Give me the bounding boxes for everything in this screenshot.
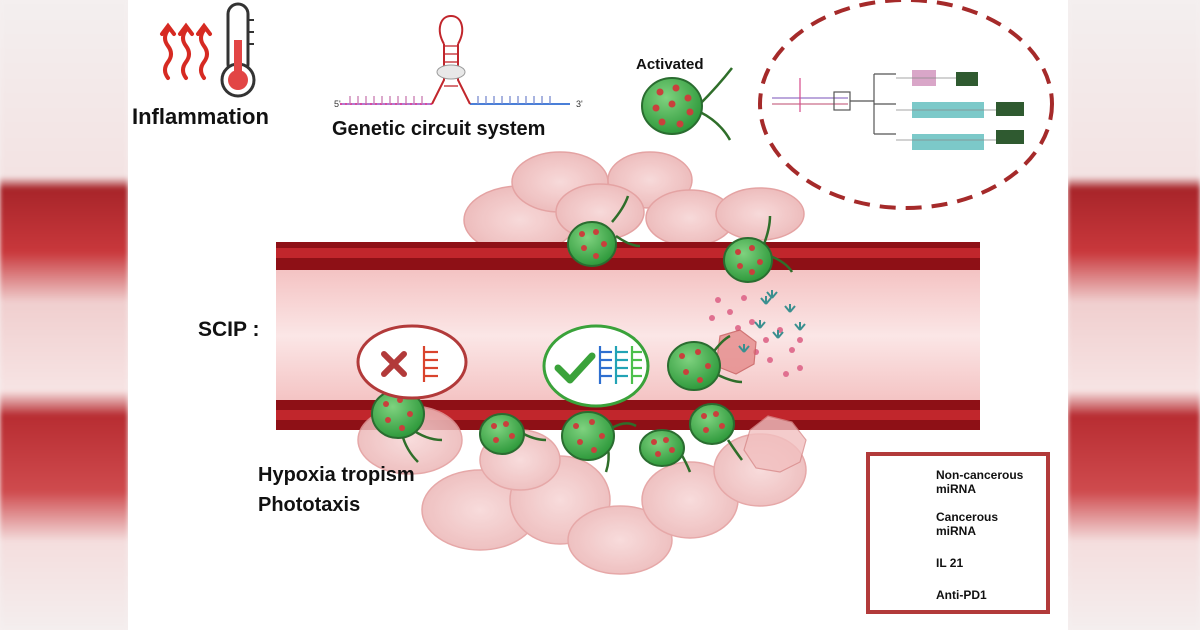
cancerous-mirna-icon <box>598 346 642 384</box>
check-icon <box>554 352 596 384</box>
background-blur-right <box>1068 0 1200 630</box>
activated-label: Activated <box>636 56 704 73</box>
activation-badge <box>542 324 650 408</box>
five-prime-label: 5' <box>334 99 341 109</box>
legend-item-anti-pd1: Anti-PD1 <box>936 588 987 602</box>
three-prime-label: 3' <box>576 99 583 109</box>
inflammation-label: Inflammation <box>132 104 269 129</box>
green-cell-3 <box>667 334 743 391</box>
anti-pd1-antibody-cluster <box>738 290 806 353</box>
scip-label: SCIP : <box>198 318 260 341</box>
legend-box: Non-cancerous miRNA Cancerous miRNA IL 2… <box>866 452 1050 614</box>
thermometer-icon <box>220 2 256 98</box>
hypoxia-tropism-label: Hypoxia tropism <box>258 464 415 486</box>
legend-label-line1: Cancerous <box>936 510 999 524</box>
background-blur-left <box>0 0 128 630</box>
green-cell-6 <box>561 411 637 473</box>
legend-label-line2: miRNA <box>936 482 977 496</box>
legend-label-line2: miRNA <box>936 524 977 538</box>
green-cell-7 <box>639 429 692 473</box>
green-cell-8 <box>689 403 744 461</box>
legend-item-il21: IL 21 <box>936 556 963 570</box>
cross-icon <box>381 351 407 377</box>
legend-label-line1: IL 21 <box>936 556 964 570</box>
legend-item-non-cancerous: Non-cancerous miRNA <box>936 468 1023 496</box>
green-cell-2 <box>723 215 794 283</box>
heat-waves-icon <box>160 22 212 80</box>
green-cell-1 <box>567 195 641 267</box>
genetic-circuit-callout <box>758 0 1054 210</box>
rejection-badge <box>356 324 468 400</box>
non-cancerous-mirna-icon <box>422 346 438 382</box>
legend-item-cancerous: Cancerous miRNA <box>936 510 998 538</box>
tissue-cells-top <box>463 151 805 255</box>
hairpin-rna-icon <box>340 14 570 105</box>
phototaxis-label: Phototaxis <box>258 494 361 516</box>
legend-label-line1: Non-cancerous <box>936 468 1024 482</box>
genetic-circuit-label: Genetic circuit system <box>332 118 546 140</box>
green-cell-4 <box>371 389 443 463</box>
green-cell-5 <box>479 413 547 455</box>
il21-sphere-cluster <box>709 295 803 377</box>
activated-green-cell-icon <box>641 67 733 141</box>
tumor-cell-right <box>743 415 807 473</box>
legend-label-line1: Anti-PD1 <box>936 588 987 602</box>
